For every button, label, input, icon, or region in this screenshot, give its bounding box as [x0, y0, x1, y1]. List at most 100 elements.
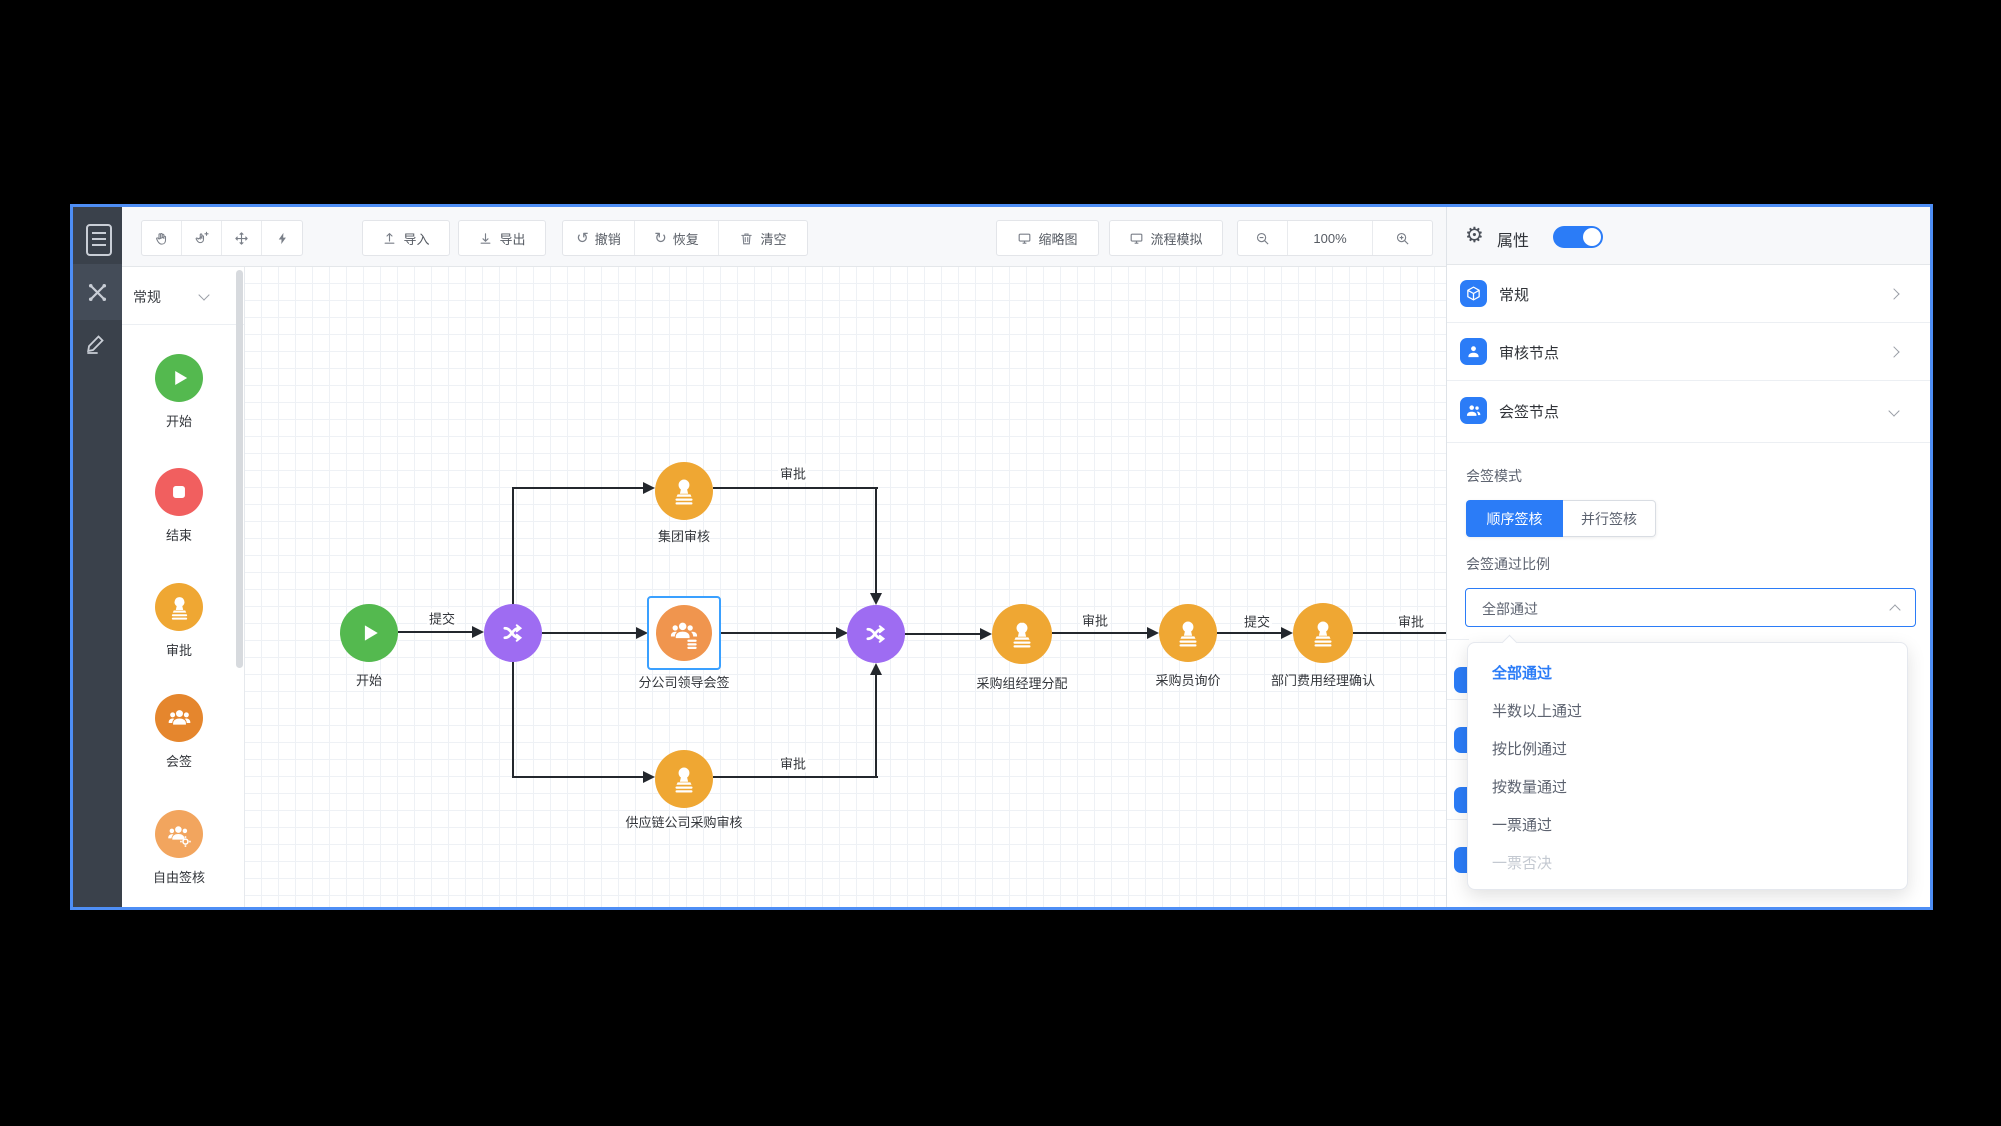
- node-purchase-manager-assign[interactable]: [992, 604, 1052, 664]
- palette-scrollbar[interactable]: [236, 270, 243, 668]
- zoom-in-button[interactable]: [1373, 221, 1432, 255]
- node-department-expense-confirm[interactable]: [1293, 603, 1353, 663]
- edge-label: 审批: [1395, 611, 1427, 631]
- branch-icon: [861, 619, 891, 649]
- end-node-icon: [155, 468, 203, 516]
- edge-start-gateway: [398, 631, 474, 633]
- toggle-knob: [1583, 228, 1601, 246]
- edge-label: 审批: [1079, 610, 1111, 630]
- pass-ratio-select[interactable]: 全部通过: [1465, 588, 1916, 627]
- palette-item-end[interactable]: 结束: [122, 468, 236, 544]
- properties-toggle[interactable]: [1553, 226, 1603, 248]
- palette-item-countersign[interactable]: 会签: [122, 694, 236, 770]
- sequential-sign-button[interactable]: 顺序签核: [1466, 500, 1563, 537]
- palette-item-label: 结束: [165, 528, 192, 543]
- clear-button[interactable]: 清空: [719, 221, 807, 255]
- arrowhead-icon: [636, 627, 648, 639]
- zoom-control-group: 100%: [1237, 220, 1433, 256]
- people-lines-icon: [668, 617, 700, 649]
- chevron-down-icon: [198, 289, 210, 301]
- pass-ratio-label: 会签通过比例: [1466, 556, 1550, 572]
- undo-button[interactable]: ↺ 撤销: [563, 221, 635, 255]
- edge-label: 提交: [1241, 611, 1273, 631]
- branch-icon: [498, 618, 528, 648]
- palette-item-label: 审批: [165, 643, 192, 658]
- sign-mode-segmented-control: 顺序签核 并行签核: [1466, 500, 1656, 537]
- person-icon: [1460, 338, 1487, 365]
- node-supply-chain-review[interactable]: [655, 750, 713, 808]
- move-tool-button[interactable]: [222, 221, 262, 255]
- arrowhead-icon: [1281, 627, 1293, 639]
- edge-supply-review-right: [713, 776, 878, 778]
- pan-tool-button[interactable]: [142, 221, 182, 255]
- section-review-node[interactable]: 审核节点: [1447, 323, 1930, 381]
- dropdown-option-all-pass[interactable]: 全部通过: [1492, 665, 1553, 682]
- section-label: 常规: [1499, 287, 1530, 304]
- move-cross-icon: [234, 231, 249, 246]
- dropdown-option-majority[interactable]: 半数以上通过: [1492, 703, 1583, 720]
- grab-select-tool-button[interactable]: [182, 221, 222, 255]
- stamp-icon: [669, 764, 699, 794]
- import-button[interactable]: 导入: [362, 220, 450, 256]
- export-button[interactable]: 导出: [458, 220, 546, 256]
- edge-to-group-review: [512, 487, 643, 489]
- toolbar: 导入 导出 ↺ 撤销 ↻ 恢复 清空 缩略图 流程模拟: [122, 207, 1446, 267]
- form-icon[interactable]: [86, 224, 112, 256]
- edge-gateway-to-selected: [542, 632, 637, 634]
- left-rail: [73, 207, 122, 907]
- node-start[interactable]: [340, 604, 398, 662]
- palette-item-approve[interactable]: 审批: [122, 583, 236, 659]
- dropdown-option-one-vote-veto: 一票否决: [1492, 855, 1553, 872]
- redo-button[interactable]: ↻ 恢复: [635, 221, 719, 255]
- pass-ratio-dropdown: 全部通过 半数以上通过 按比例通过 按数量通过 一票通过 一票否决: [1467, 634, 1908, 890]
- lightning-icon: [275, 231, 290, 246]
- edge-gateway2-to-assign: [905, 633, 982, 635]
- edge-up-to-gateway2: [875, 674, 877, 778]
- quick-connect-tool-button[interactable]: [262, 221, 302, 255]
- node-branch-leader-countersign-selected[interactable]: [647, 596, 721, 670]
- section-label: 审核节点: [1499, 345, 1560, 362]
- palette-category-header[interactable]: 常规: [122, 266, 244, 325]
- arrowhead-icon: [1147, 627, 1159, 639]
- hand-plus-icon: [194, 231, 209, 246]
- arrowhead-icon: [870, 593, 882, 605]
- parallel-sign-button[interactable]: 并行签核: [1563, 500, 1656, 537]
- section-general[interactable]: 常规: [1447, 265, 1930, 323]
- dropdown-option-by-ratio[interactable]: 按比例通过: [1492, 741, 1568, 758]
- minimap-button[interactable]: 缩略图: [996, 220, 1099, 256]
- cube-icon: [1460, 280, 1487, 307]
- zoom-level-value: 100%: [1313, 230, 1347, 246]
- simulate-button[interactable]: 流程模拟: [1109, 220, 1223, 256]
- arrowhead-icon: [836, 627, 848, 639]
- dropdown-option-by-count[interactable]: 按数量通过: [1492, 779, 1568, 796]
- node-group-review[interactable]: [655, 462, 713, 520]
- node-label: 供应链公司采购审核: [625, 815, 743, 830]
- node-gateway-join[interactable]: [847, 605, 905, 663]
- upload-icon: [382, 231, 397, 246]
- section-countersign-node[interactable]: 会签节点: [1447, 382, 1930, 443]
- node-buyer-inquiry[interactable]: [1159, 604, 1217, 662]
- palette-item-start[interactable]: 开始: [122, 354, 236, 430]
- palette-item-free-sign[interactable]: 自由签核: [122, 810, 236, 886]
- zoom-out-button[interactable]: [1238, 221, 1288, 255]
- dropdown-option-one-vote-pass[interactable]: 一票通过: [1492, 817, 1553, 834]
- edge-label: 审批: [777, 463, 809, 483]
- divider: [1447, 639, 1469, 640]
- flow-canvas[interactable]: 提交 审批 审批 审批 提交 审批 开始 集团审核 分公司领导会签 供应链公司采…: [244, 266, 1446, 907]
- node-gateway-split[interactable]: [484, 604, 542, 662]
- chevron-down-icon: [1888, 405, 1900, 417]
- trash-icon: [739, 231, 754, 246]
- undo-icon: ↺: [576, 229, 589, 247]
- edge-assign-to-inquiry: [1052, 632, 1148, 634]
- arrowhead-icon: [980, 628, 992, 640]
- export-label: 导出: [499, 231, 526, 247]
- palette-item-label: 会签: [165, 754, 192, 769]
- edge-inquiry-to-confirm: [1217, 632, 1283, 634]
- people-gear-icon: [155, 810, 203, 858]
- pencil-icon[interactable]: [84, 331, 108, 355]
- node-links-icon[interactable]: [84, 279, 111, 306]
- divider: [1447, 759, 1469, 760]
- properties-header: ⚙ 属性: [1447, 207, 1930, 265]
- arrowhead-icon: [643, 771, 655, 783]
- hand-pan-icon: [154, 231, 169, 246]
